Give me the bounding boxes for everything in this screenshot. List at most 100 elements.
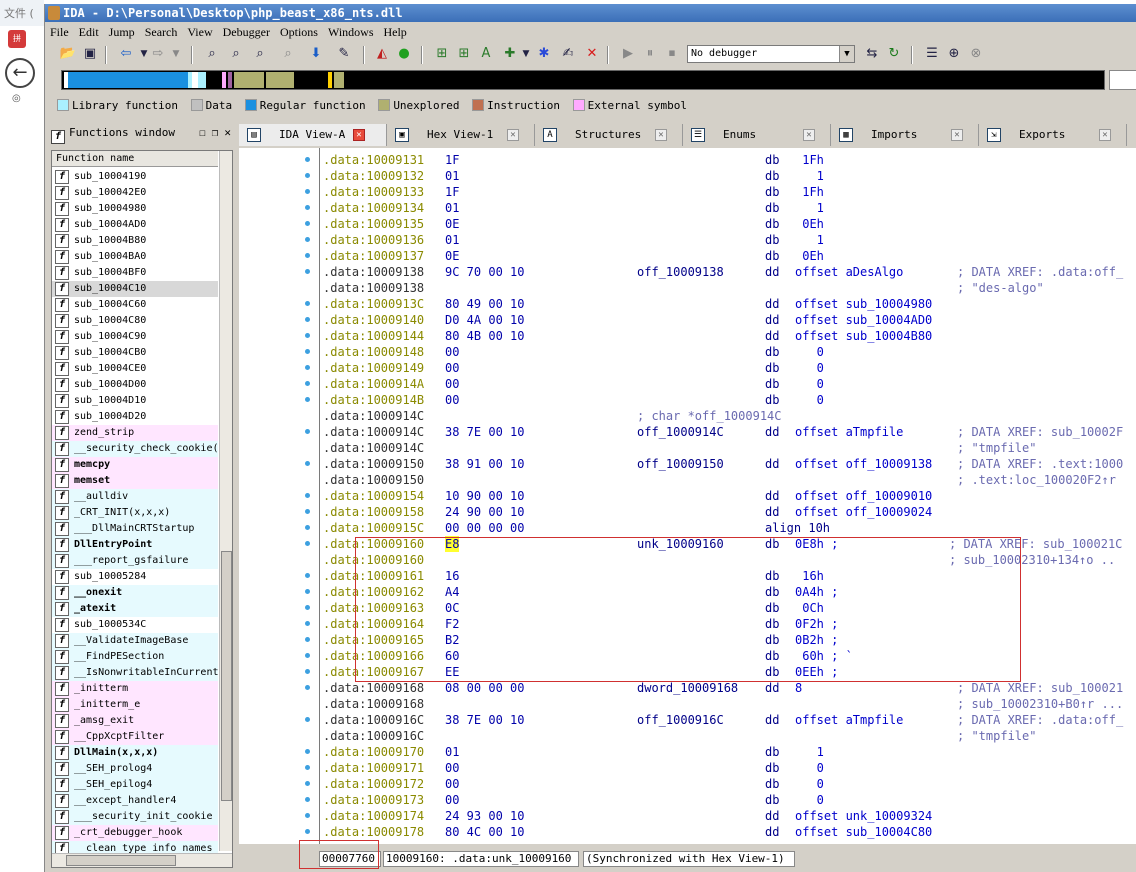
make-array-dropdown-icon[interactable]: ▼ [522, 49, 530, 59]
binoculars-immediate-icon[interactable]: ⌕ [256, 46, 264, 61]
breakpoint-dot-icon[interactable] [305, 189, 310, 194]
mark-position-icon[interactable]: ✎ [338, 46, 350, 61]
float-window-icon[interactable]: ☐ [199, 126, 206, 139]
function-list-item[interactable]: f__SEH_prolog4 [52, 761, 218, 777]
function-list-item[interactable]: f__SEH_epilog4 [52, 777, 218, 793]
breakpoint-dot-icon[interactable] [305, 397, 310, 402]
debugger-options-icon[interactable]: ⇆ [866, 46, 878, 61]
menu-help[interactable]: Help [383, 25, 407, 39]
function-list-item[interactable]: f__ValidateImageBase [52, 633, 218, 649]
navigation-band[interactable] [61, 70, 1105, 90]
breakpoint-dot-icon[interactable] [305, 381, 310, 386]
breakpoint-dot-icon[interactable] [305, 461, 310, 466]
binoculars-binary-icon[interactable]: ⌕ [232, 46, 240, 61]
breakpoint-dot-icon[interactable] [305, 589, 310, 594]
disasm-line[interactable]: .data:10009168; sub_10002310+B0↑r ... [321, 696, 1136, 712]
horizontal-scrollbar[interactable] [52, 853, 232, 867]
breakpoint-dot-icon[interactable] [305, 333, 310, 338]
function-list-item[interactable]: f__FindPESection [52, 649, 218, 665]
pause-process-icon[interactable]: ⏸ [646, 46, 654, 61]
disasm-line[interactable]: .data:1000916C; "tmpfile" [321, 728, 1136, 744]
function-list-item[interactable]: f___report_gsfailure [52, 553, 218, 569]
breakpoint-dot-icon[interactable] [305, 349, 310, 354]
close-icon[interactable]: ✕ [224, 126, 231, 139]
disasm-line[interactable]: .data:10009150; .text:loc_100020F2↑r [321, 472, 1136, 488]
add-breakpoint-icon[interactable]: ⊕ [948, 46, 960, 61]
back-arrow-icon[interactable]: ← [5, 58, 35, 88]
undefine-icon[interactable]: ✱ [538, 46, 550, 61]
breakpoint-dot-icon[interactable] [305, 781, 310, 786]
menu-debugger[interactable]: Debugger [222, 25, 270, 39]
function-list-item[interactable]: f__security_check_cookie( [52, 441, 218, 457]
breakpoint-dot-icon[interactable] [305, 573, 310, 578]
breakpoint-dot-icon[interactable] [305, 765, 310, 770]
search-next-icon[interactable]: ⌕ [284, 46, 292, 61]
binoculars-text-icon[interactable]: ⌕ [208, 46, 216, 61]
tab-enums[interactable]: ☰Enums✕ [683, 124, 831, 146]
disasm-line[interactable]: .data:1000914C; char *off_1000914C [321, 408, 1136, 424]
breakpoint-dot-icon[interactable] [305, 797, 310, 802]
function-list-item[interactable]: f__aulldiv [52, 489, 218, 505]
menu-search[interactable]: Search [144, 25, 178, 39]
breakpoint-dot-icon[interactable] [305, 653, 310, 658]
function-list-item[interactable]: f__except_handler4 [52, 793, 218, 809]
function-list-item[interactable]: f__onexit [52, 585, 218, 601]
close-tab-icon[interactable]: ✕ [353, 129, 365, 141]
close-tab-icon[interactable]: ✕ [951, 129, 963, 141]
forward-dropdown-icon[interactable]: ▼ [172, 49, 180, 59]
breakpoint-dot-icon[interactable] [305, 829, 310, 834]
breakpoint-dot-icon[interactable] [305, 813, 310, 818]
function-list-item[interactable]: f_CRT_INIT(x,x,x) [52, 505, 218, 521]
stop-process-icon[interactable]: ⏹ [668, 46, 676, 61]
debugger-select[interactable]: No debugger▼ [687, 45, 855, 63]
close-tab-icon[interactable]: ✕ [655, 129, 667, 141]
disasm-line[interactable]: .data:10009138; "des-algo" [321, 280, 1136, 296]
breakpoint-dot-icon[interactable] [305, 749, 310, 754]
menu-edit[interactable]: Edit [78, 25, 99, 39]
breakpoint-dot-icon[interactable] [305, 685, 310, 690]
breakpoint-dot-icon[interactable] [305, 621, 310, 626]
menu-windows[interactable]: Windows [327, 25, 374, 39]
close-tab-icon[interactable]: ✕ [1099, 129, 1111, 141]
function-list-item[interactable]: f_initterm [52, 681, 218, 697]
forward-icon[interactable]: ⇨ [152, 46, 164, 61]
tab-ida-view-a[interactable]: ▤IDA View-A✕ [239, 124, 387, 146]
scrollbar-thumb[interactable] [221, 551, 232, 801]
function-list-item[interactable]: f___DllMainCRTStartup [52, 521, 218, 537]
